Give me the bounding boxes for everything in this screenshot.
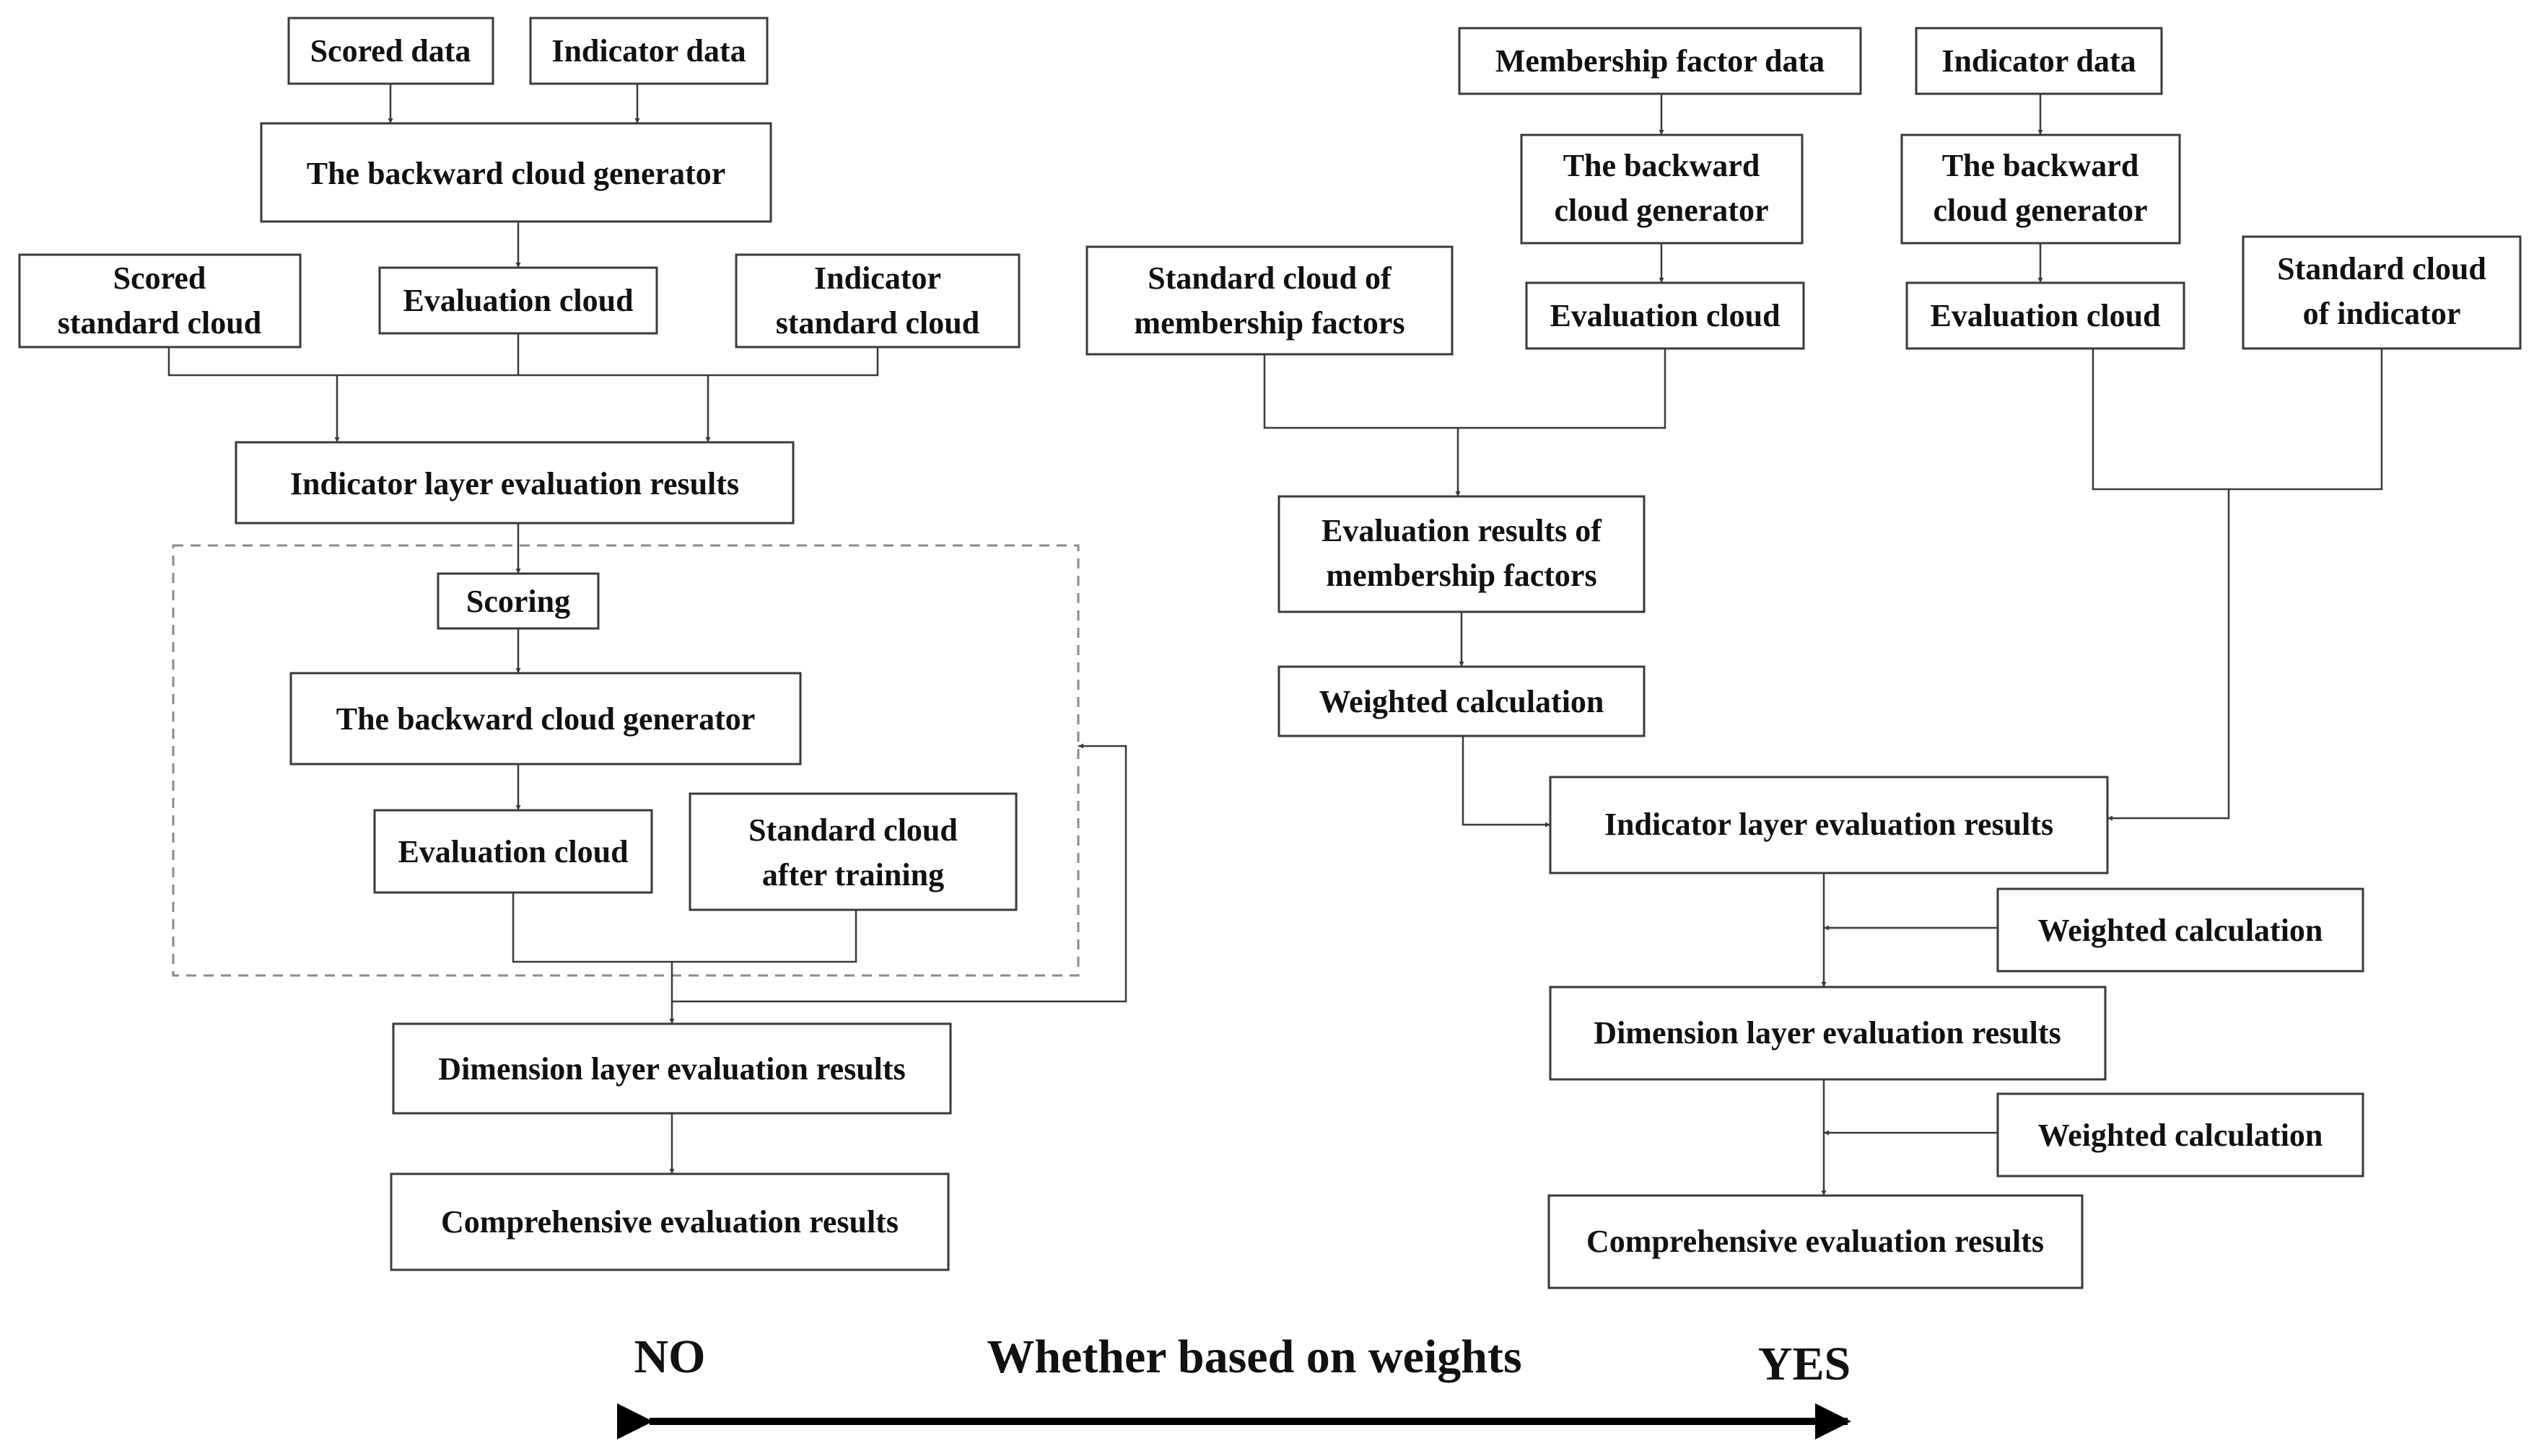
- scored-data-label: Scored data: [310, 33, 471, 69]
- backward-cloud-generator-2-label: The backward cloud generator: [336, 701, 756, 737]
- standard-cloud-indicator-label-2: of indicator: [2303, 296, 2461, 331]
- indicator-data-right-box: [1915, 27, 2163, 95]
- dimension-layer-results-right-label: Dimension layer evaluation results: [1594, 1015, 2061, 1051]
- axis-title: Whether based on weights: [987, 1330, 1521, 1383]
- comprehensive-results-box: [390, 1172, 950, 1271]
- membership-factor-data-label: Membership factor data: [1495, 43, 1825, 79]
- backward-cloud-generator-a-label: The backward: [1563, 148, 1760, 183]
- connector: [512, 893, 857, 963]
- backward-cloud-generator-2-box: [289, 672, 802, 766]
- standard-cloud-membership-label-2: membership factors: [1134, 305, 1404, 341]
- indicator-layer-results-right-label: Indicator layer evaluation results: [1604, 807, 2053, 842]
- standard-cloud-after-training-label: Standard cloud: [748, 812, 958, 848]
- weighted-calculation-2-box: [1996, 887, 2364, 973]
- left-flow: Scored data Indicator data The backward …: [18, 17, 1127, 1271]
- standard-cloud-after-training-label-2: after training: [762, 857, 944, 893]
- connector: [1263, 348, 1666, 429]
- standard-cloud-membership-box: [1085, 245, 1454, 356]
- connector: [2092, 348, 2383, 491]
- backward-cloud-generator-b-label-2: cloud generator: [1934, 193, 2148, 228]
- membership-results-label-2: membership factors: [1326, 558, 1596, 593]
- backward-cloud-generator-label: The backward cloud generator: [307, 156, 726, 191]
- weighted-calculation-1-box: [1277, 665, 1646, 737]
- right-connectors: [1263, 94, 2383, 1196]
- evaluation-cloud-a-box: [1525, 281, 1805, 350]
- backward-cloud-generator-box: [260, 122, 772, 223]
- comprehensive-results-right-label: Comprehensive evaluation results: [1586, 1224, 2044, 1259]
- indicator-layer-results-right-box: [1549, 776, 2109, 874]
- connector: [2107, 489, 2230, 821]
- left-connectors: [167, 84, 1127, 1174]
- dimension-layer-results-right-box: [1549, 986, 2107, 1081]
- weights-axis: NO Whether based on weights YES: [617, 1330, 1851, 1439]
- standard-cloud-indicator-label: Standard cloud: [2277, 251, 2486, 286]
- standard-cloud-membership-label: Standard cloud of: [1148, 260, 1392, 296]
- scoring-label: Scoring: [466, 584, 570, 619]
- comprehensive-results-label: Comprehensive evaluation results: [441, 1204, 899, 1240]
- membership-results-label: Evaluation results of: [1321, 513, 1602, 548]
- indicator-layer-results-label: Indicator layer evaluation results: [290, 466, 739, 501]
- scored-data-box: [287, 17, 494, 85]
- indicator-standard-cloud-label: Indicator: [814, 260, 941, 296]
- weighted-calculation-2-label: Weighted calculation: [2038, 913, 2323, 948]
- indicator-layer-results-box: [235, 441, 795, 525]
- backward-cloud-generator-a-label-2: cloud generator: [1555, 193, 1769, 228]
- indicator-data-box: [529, 17, 769, 85]
- indicator-data-right-label: Indicator data: [1941, 43, 2136, 79]
- scored-standard-cloud-label-2: standard cloud: [58, 305, 261, 341]
- evaluation-cloud-b-label: Evaluation cloud: [1930, 298, 2160, 333]
- evaluation-cloud-b-box: [1905, 281, 2185, 350]
- scored-standard-cloud-box: [18, 253, 302, 348]
- evaluation-cloud-a-label: Evaluation cloud: [1550, 298, 1780, 333]
- evaluation-cloud-2-box: [373, 809, 653, 894]
- backward-cloud-generator-b-box: [1900, 133, 2181, 245]
- training-region: [172, 544, 1080, 977]
- indicator-standard-cloud-label-2: standard cloud: [776, 305, 979, 341]
- scored-standard-cloud-label: Scored: [113, 260, 206, 296]
- evaluation-cloud-2-label: Evaluation cloud: [398, 834, 628, 869]
- feedback-connector: [672, 743, 1127, 1003]
- right-flow: Membership factor data Indicator data Th…: [1085, 27, 2522, 1289]
- backward-cloud-generator-a-box: [1520, 133, 1804, 245]
- standard-cloud-after-training-box: [689, 792, 1018, 911]
- backward-cloud-generator-b-label: The backward: [1942, 148, 2139, 183]
- membership-factor-data-box: [1458, 27, 1862, 95]
- connector: [1462, 736, 1550, 828]
- evaluation-cloud-label: Evaluation cloud: [403, 283, 633, 318]
- indicator-standard-cloud-box: [735, 253, 1021, 348]
- membership-results-box: [1277, 495, 1646, 613]
- axis-no-label: NO: [634, 1330, 706, 1383]
- weighted-calculation-3-label: Weighted calculation: [2038, 1118, 2323, 1153]
- dimension-layer-results-box: [392, 1022, 952, 1115]
- dimension-layer-results-label: Dimension layer evaluation results: [438, 1051, 905, 1087]
- connector: [167, 347, 879, 377]
- weighted-calculation-1-label: Weighted calculation: [1319, 684, 1604, 719]
- indicator-data-label: Indicator data: [551, 33, 746, 69]
- axis-yes-label: YES: [1758, 1338, 1851, 1390]
- comprehensive-results-right-box: [1547, 1194, 2084, 1289]
- weighted-calculation-3-box: [1996, 1092, 2364, 1177]
